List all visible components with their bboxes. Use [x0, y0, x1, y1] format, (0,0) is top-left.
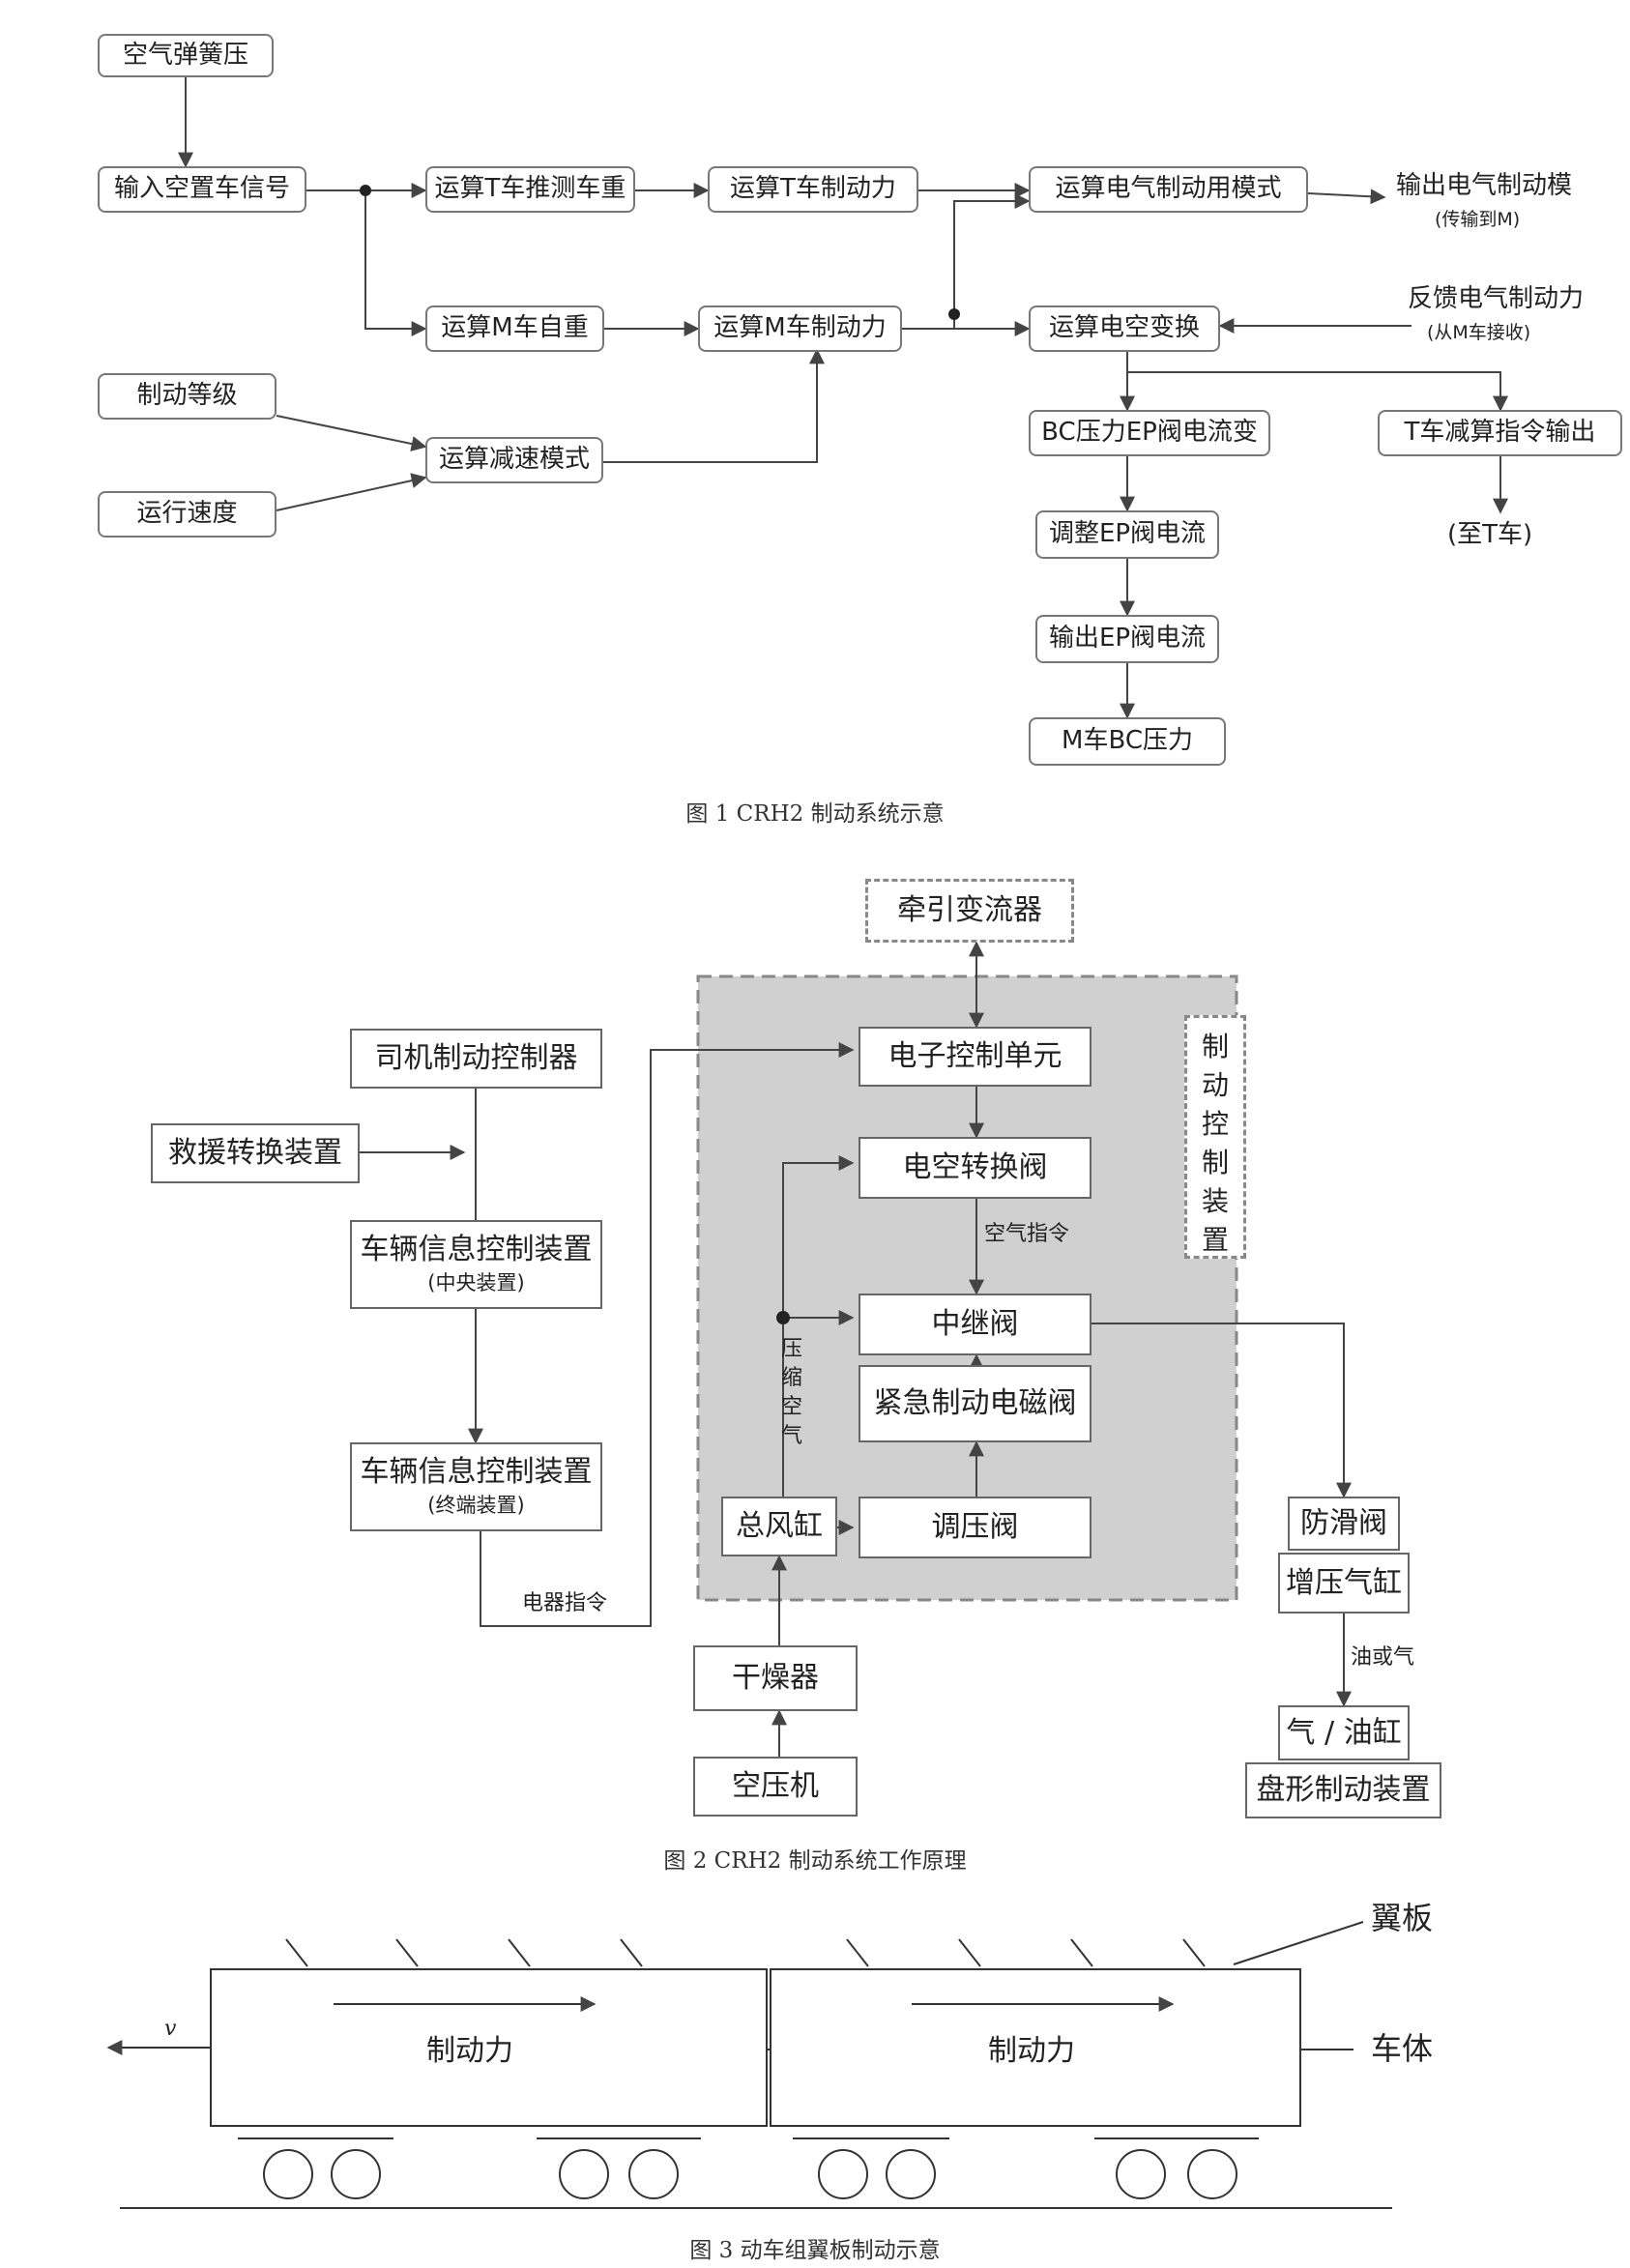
node-calc-decel: 运算减速模式 [425, 437, 603, 483]
fig1-caption: 图 1 CRH2 制动系统示意 [685, 801, 945, 827]
node-input-empty: 输入空置车信号 [98, 166, 306, 213]
vehicle-info-terminal-sub: (终端装置) [427, 1494, 525, 1518]
fig3-caption: 图 3 动车组翼板制动示意 [689, 2238, 941, 2263]
vehicle-info-terminal-title: 车辆信息控制装置 [360, 1455, 593, 1490]
node-brake-level: 制动等级 [98, 373, 277, 420]
junction-dot [360, 185, 371, 196]
node-air-oil: 气 / 油缸 [1278, 1705, 1410, 1760]
node-disc: 盘形制动装置 [1245, 1762, 1441, 1818]
fig2-connectors [360, 941, 1352, 1757]
node-calc-t-weight: 运算T车推测车重 [425, 166, 635, 213]
label-oil-or-air: 油或气 [1351, 1645, 1415, 1670]
brake-ctrl-char: 控 [1201, 1108, 1229, 1140]
label-elec-cmd: 电器指令 [522, 1591, 608, 1615]
label-compressed-4: 气 [781, 1424, 803, 1448]
brake-ctrl-char: 制 [1201, 1147, 1229, 1178]
node-calc-m-brake: 运算M车制动力 [698, 305, 902, 352]
node-emergency: 紧急制动电磁阀 [859, 1365, 1092, 1442]
label-out-elec-mode: 输出电气制动模 [1396, 171, 1573, 200]
node-booster: 增压气缸 [1278, 1553, 1410, 1614]
junction-dot [776, 1311, 790, 1324]
label-out-elec-mode-sub: (传输到M) [1435, 209, 1521, 230]
node-calc-m-weight: 运算M车自重 [425, 305, 604, 352]
label-air-cmd: 空气指令 [984, 1222, 1070, 1246]
vehicle-info-central-sub: (中央装置) [427, 1271, 525, 1295]
node-ecu: 电子控制单元 [859, 1027, 1092, 1087]
node-calc-t-brake: 运算T车制动力 [708, 166, 918, 213]
node-m-bc: M车BC压力 [1029, 717, 1226, 766]
label-wing: 翼板 [1371, 1900, 1434, 1936]
node-ea-valve: 电空转换阀 [859, 1137, 1092, 1199]
label-feedback: 反馈电气制动力 [1408, 284, 1585, 313]
label-compressed-3: 空 [781, 1395, 803, 1419]
node-output-ep: 输出EP阀电流 [1035, 615, 1219, 663]
node-adjust-ep: 调整EP阀电流 [1035, 510, 1219, 559]
vehicle-info-central-title: 车辆信息控制装置 [360, 1233, 593, 1267]
node-calc-ea-convert: 运算电空变换 [1029, 305, 1220, 352]
label-body: 车体 [1371, 2030, 1434, 2067]
label-compressed-1: 压 [781, 1337, 803, 1361]
node-regulator: 调压阀 [859, 1497, 1092, 1558]
brake-ctrl-char: 动 [1201, 1069, 1229, 1101]
fig3-drawing [106, 1921, 1392, 2209]
label-force-right: 制动力 [988, 2034, 1075, 2068]
node-air-spring: 空气弹簧压 [98, 34, 274, 77]
fig2-caption: 图 2 CRH2 制动系统工作原理 [663, 1848, 967, 1874]
brake-ctrl-char: 置 [1201, 1224, 1229, 1256]
node-anti-skid: 防滑阀 [1288, 1497, 1400, 1551]
node-traction: 牵引变流器 [865, 879, 1074, 943]
node-vehicle-info-central: 车辆信息控制装置 (中央装置) [350, 1220, 602, 1309]
node-main-tank: 总风缸 [721, 1497, 837, 1556]
label-force-left: 制动力 [426, 2034, 513, 2068]
brake-ctrl-char: 制 [1201, 1031, 1229, 1062]
node-rescue: 救援转换装置 [151, 1123, 360, 1183]
label-velocity: v [164, 2017, 177, 2041]
label-compressed-2: 缩 [781, 1366, 803, 1390]
node-calc-elec-mode: 运算电气制动用模式 [1029, 166, 1308, 213]
node-run-speed: 运行速度 [98, 491, 277, 538]
label-to-t: (至T车) [1447, 520, 1533, 549]
node-relay: 中继阀 [859, 1294, 1092, 1355]
node-bc-ep: BC压力EP阀电流变 [1029, 410, 1270, 456]
label-brake-ctrl-device: 制 动 控 制 装 置 [1184, 1015, 1246, 1259]
fig1-connectors [178, 77, 1508, 719]
node-compressor: 空压机 [693, 1757, 858, 1817]
brake-ctrl-char: 装 [1201, 1185, 1229, 1217]
label-feedback-sub: (从M车接收) [1427, 322, 1531, 343]
node-t-sub-output: T车减算指令输出 [1378, 410, 1622, 456]
node-dryer: 干燥器 [693, 1645, 858, 1711]
node-vehicle-info-terminal: 车辆信息控制装置 (终端装置) [350, 1442, 602, 1531]
junction-dot [948, 308, 960, 320]
node-driver-ctrl: 司机制动控制器 [350, 1029, 602, 1089]
